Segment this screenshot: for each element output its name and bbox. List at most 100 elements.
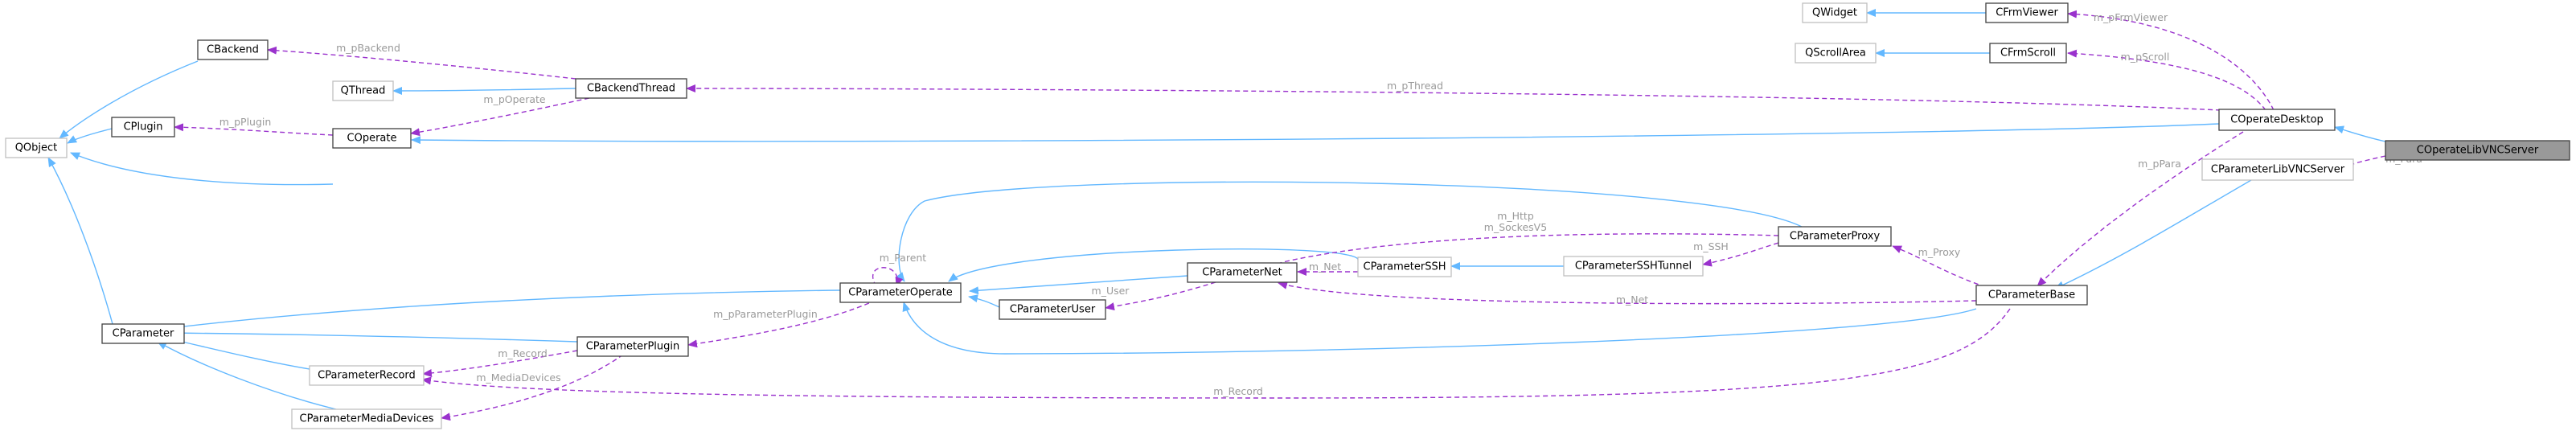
node-qwidget[interactable]: QWidget	[1802, 2, 1868, 23]
node-cparameternet[interactable]: CParameterNet	[1187, 262, 1298, 283]
node-cparametermediadevices-label: CParameterMediaDevices	[300, 413, 434, 425]
node-cfrmviewer[interactable]: CFrmViewer	[1985, 2, 2069, 23]
label-m-record-plugin: m_Record	[498, 347, 548, 359]
node-cparameterbase[interactable]: CParameterBase	[1975, 285, 2088, 306]
node-cparameterplugin[interactable]: CParameterPlugin	[576, 336, 689, 357]
node-cparametersshtunnel[interactable]: CParameterSSHTunnel	[1563, 256, 1704, 277]
label-m-ppara: m_pPara	[2138, 158, 2181, 170]
label-m-pscroll: m_pScroll	[2121, 51, 2170, 63]
label-m-pplugin: m_pPlugin	[219, 116, 272, 128]
edge-coperatelibvncserver-coperatedesktop	[2334, 125, 2386, 142]
edge-cparametermediadevices-cparameter	[157, 341, 337, 410]
edge-m-record-plugin	[422, 350, 578, 377]
node-coperate-label: COperate	[347, 133, 397, 145]
node-cfrmscroll-label: CFrmScroll	[2000, 47, 2056, 60]
node-cparameteruser-label: CParameterUser	[1010, 304, 1096, 316]
node-cparameterproxy[interactable]: CParameterProxy	[1778, 226, 1892, 247]
node-cparameterlibvncserver-label: CParameterLibVNCServer	[2211, 164, 2345, 176]
label-m-parent: m_Parent	[880, 252, 927, 264]
node-qobject[interactable]: QObject	[5, 137, 68, 158]
label-m-pfrmviewer: m_pFrmViewer	[2094, 11, 2168, 23]
label-m-mediadevices: m_MediaDevices	[476, 371, 560, 384]
edge-m-ppara	[2037, 131, 2244, 287]
edge-m-pfrmviewer	[2067, 10, 2275, 111]
edge-labels: m_pBackend m_pPlugin m_pOperate m_pThrea…	[219, 11, 2422, 397]
edge-cparameterlibvncserver-cparameterbase	[2054, 179, 2252, 289]
edge-m-para	[2344, 155, 2386, 169]
label-m-pbackend: m_pBackend	[336, 42, 400, 54]
label-m-net-base: m_Net	[1616, 293, 1648, 306]
node-cbackend[interactable]: CBackend	[197, 39, 269, 60]
edge-cparameterproxy-cparameteroperate	[896, 181, 1808, 282]
node-cparameterlibvncserver[interactable]: CParameterLibVNCServer	[2201, 158, 2354, 181]
node-cparameteroperate[interactable]: CParameterOperate	[839, 282, 962, 303]
edge-m-net-base	[1278, 281, 1977, 305]
node-cparameterbase-label: CParameterBase	[1988, 289, 2075, 302]
edge-cparameterplugin-cparameter	[163, 329, 578, 343]
node-coperatelibvncserver[interactable]: COperateLibVNCServer	[2385, 140, 2570, 161]
node-cbackendthread[interactable]: CBackendThread	[575, 78, 687, 99]
node-coperate[interactable]: COperate	[332, 128, 412, 149]
edge-cparameter-qobject	[47, 157, 113, 325]
node-cparameterrecord-label: CParameterRecord	[318, 370, 416, 382]
node-cfrmviewer-label: CFrmViewer	[1996, 7, 2058, 19]
node-coperatedesktop[interactable]: COperateDesktop	[2218, 109, 2336, 131]
node-coperatelibvncserver-label: COperateLibVNCServer	[2417, 145, 2539, 157]
node-cparametersshtunnel-label: CParameterSSHTunnel	[1575, 261, 1692, 273]
edge-m-pbackend	[267, 46, 576, 80]
edge-m-ssh	[1702, 242, 1779, 267]
edge-m-proxy	[1892, 245, 1987, 288]
label-m-poperate: m_pOperate	[483, 93, 546, 105]
label-m-pparameterplugin: m_pParameterPlugin	[713, 308, 818, 320]
node-coperatedesktop-label: COperateDesktop	[2230, 114, 2324, 126]
node-qthread-label: QThread	[341, 85, 386, 97]
node-cplugin-label: CPlugin	[124, 121, 163, 133]
label-m-pthread: m_pThread	[1387, 80, 1443, 92]
node-cparameterproxy-label: CParameterProxy	[1790, 231, 1881, 243]
edge-m-parent	[872, 267, 904, 287]
node-cplugin[interactable]: CPlugin	[111, 117, 175, 137]
edge-cbackend-qobject	[59, 60, 199, 139]
edge-m-pparameterplugin	[687, 299, 877, 348]
label-m-http: m_Http	[1497, 210, 1534, 222]
edge-m-pthread	[686, 84, 2221, 111]
node-qscrollarea[interactable]: QScrollArea	[1795, 43, 1877, 64]
edge-m-record-base	[421, 308, 2011, 399]
node-cparameter[interactable]: CParameter	[101, 323, 185, 344]
edge-coperatedesktop-coperate	[411, 123, 2220, 145]
node-cparameteruser[interactable]: CParameterUser	[999, 299, 1106, 320]
node-cparameteroperate-label: CParameterOperate	[848, 287, 953, 299]
node-cbackendthread-label: CBackendThread	[587, 83, 675, 95]
node-cbackend-label: CBackend	[207, 44, 259, 56]
edge-coperate-qobject	[70, 152, 334, 186]
class-nodes: QObject CBackend CPlugin CParameter QThr…	[5, 2, 2570, 429]
edge-m-pscroll	[2067, 49, 2266, 111]
node-cparameterplugin-label: CParameterPlugin	[586, 341, 680, 353]
label-m-sockesv5: m_SockesV5	[1484, 221, 1547, 233]
node-cparameternet-label: CParameterNet	[1202, 267, 1282, 279]
label-m-user: m_User	[1092, 285, 1130, 297]
node-cparameterrecord[interactable]: CParameterRecord	[309, 365, 425, 386]
node-qscrollarea-label: QScrollArea	[1805, 47, 1866, 60]
edge-cparameterssh-cparameternet	[948, 248, 1359, 282]
node-cparametermediadevices[interactable]: CParameterMediaDevices	[291, 408, 442, 429]
edge-cparameteroperate-cparameter	[163, 289, 841, 332]
edge-m-poperate	[410, 97, 590, 137]
node-cparameterssh[interactable]: CParameterSSH	[1357, 256, 1452, 277]
node-cfrmscroll[interactable]: CFrmScroll	[1989, 43, 2067, 64]
node-cparameterssh-label: CParameterSSH	[1364, 261, 1446, 273]
edge-cparameterbase-cparameteroperate	[902, 302, 1977, 355]
edge-cbackendthread-qthread	[392, 86, 576, 95]
node-cparameter-label: CParameter	[113, 328, 174, 340]
node-qwidget-label: QWidget	[1812, 7, 1857, 19]
label-m-proxy: m_Proxy	[1918, 246, 1961, 258]
label-m-record-base: m_Record	[1213, 385, 1263, 397]
edge-cparameteruser-cparameteroperate	[968, 294, 1000, 308]
edge-m-user	[1105, 281, 1216, 310]
edge-m-pplugin	[174, 123, 334, 136]
node-qobject-label: QObject	[15, 142, 58, 154]
node-qthread[interactable]: QThread	[332, 80, 394, 101]
edge-cparameternet-cparameteroperate	[969, 275, 1188, 295]
edge-m-mediadevices	[441, 354, 624, 421]
